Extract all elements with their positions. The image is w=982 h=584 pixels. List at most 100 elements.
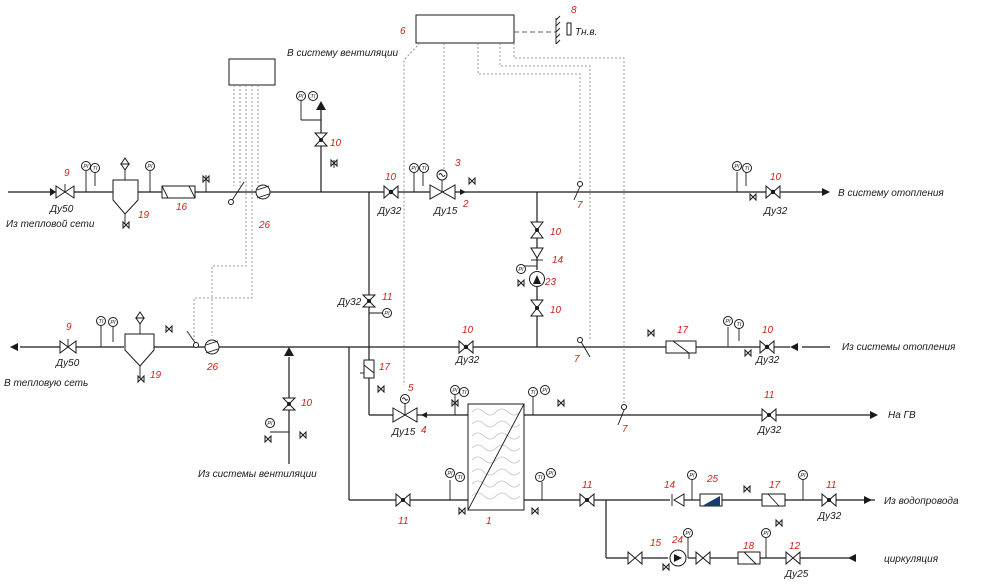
pos-2: 2 — [462, 199, 469, 210]
position-numbers: 9 9 19 19 16 26 26 6 8 10 10 3 2 7 10 10… — [64, 5, 836, 552]
check-valve-15 — [627, 550, 643, 566]
pos-24: 24 — [671, 535, 684, 546]
strainer-17-return — [665, 340, 697, 359]
label-from-heating: Из системы отопления — [842, 342, 956, 353]
gauge-pair-hx-bottom-left: PI TI — [445, 468, 465, 500]
pos-7-hw: 7 — [622, 424, 628, 435]
gauge-pair-heating-in: PI TI — [723, 316, 744, 347]
gauge-vent-in: PI — [265, 418, 289, 433]
water-meter-17 — [761, 493, 786, 507]
gauge-pair-heating-out: PI TI — [732, 161, 752, 192]
arrow-in-heating-return — [790, 343, 798, 351]
pos-7-supply: 7 — [577, 200, 583, 211]
temperature-gauge-label: TI — [458, 475, 463, 481]
pressure-gauge-label: PI — [763, 531, 769, 537]
pressure-gauge-label: PI — [447, 471, 453, 477]
pos-11-water-supply: 11 — [826, 480, 836, 491]
pressure-gauge-label: PI — [800, 473, 806, 479]
arrow-up-ventilation — [316, 101, 326, 110]
gauge-water-supply: PI — [687, 470, 697, 500]
pos-7-return: 7 — [574, 354, 580, 365]
flow-arrows — [10, 101, 878, 562]
gauge-pair-supply-1: PI TI — [81, 161, 100, 192]
control-links — [193, 14, 625, 405]
temp-probe-7-hw — [617, 404, 627, 426]
controller-6 — [415, 14, 515, 44]
label-to-ventilation: В систему вентиляции — [287, 48, 399, 59]
flow-meter-26-return — [204, 339, 220, 355]
gauge-pair-vent: PI TI — [296, 91, 321, 121]
pressure-gauge-label: PI — [518, 267, 524, 273]
pos-10-vent-in: 10 — [301, 398, 313, 409]
pos-11-hot-water: 11 — [764, 390, 774, 401]
pressure-gauge-label: PI — [685, 531, 691, 537]
strainer-17-hx — [360, 359, 375, 379]
valve-10-vent-in — [281, 397, 297, 411]
pos-16: 16 — [176, 202, 188, 213]
pos-11-hx-bottom: 11 — [398, 516, 408, 527]
outdoor-temp-sensor — [566, 22, 572, 36]
pressure-gauge-label: PI — [452, 388, 458, 394]
pos-9-return: 9 — [66, 322, 72, 333]
valve-10-pump-top — [530, 221, 544, 239]
temperature-gauge-label: TI — [93, 166, 98, 172]
temperature-gauge-label: TI — [531, 390, 536, 396]
arrow-in-water-supply — [864, 496, 872, 504]
pressure-gauge-label: PI — [110, 320, 116, 326]
temp-probe-7-supply — [573, 181, 583, 201]
valve-11-bypass — [361, 294, 377, 308]
mud-collector-19-supply — [112, 157, 139, 224]
instruments: PI TI PI PI TI PI TI — [81, 91, 808, 572]
size-du32-water-supply: Ду32 — [817, 511, 842, 522]
pressure-gauge-label: PI — [83, 164, 89, 170]
size-du32-supply: Ду32 — [377, 206, 402, 217]
pos-9-supply: 9 — [64, 168, 70, 179]
pos-19-return: 19 — [150, 370, 162, 381]
direction-labels: Из тепловой сети В тепловую сеть В систе… — [4, 27, 959, 565]
size-du32-bypass: Ду32 — [337, 297, 362, 308]
pos-3: 3 — [455, 158, 461, 169]
pos-17-hx: 17 — [379, 362, 391, 373]
temp-probe-7-return — [577, 337, 591, 358]
pos-10-supply: 10 — [385, 172, 397, 183]
pressure-gauge-label: PI — [147, 164, 153, 170]
pos-6: 6 — [400, 26, 406, 37]
size-du50-supply: Ду50 — [49, 204, 74, 215]
valve-10-pump-bottom — [530, 299, 544, 317]
pos-26-supply: 26 — [258, 220, 271, 231]
gauge-pair-hx-top-left: PI TI — [450, 385, 469, 415]
pos-17-return: 17 — [677, 325, 689, 336]
pressure-gauge-label: PI — [725, 319, 731, 325]
label-hot-water: На ГВ — [888, 410, 916, 421]
check-valve-14-pump — [530, 247, 544, 261]
arrow-inner-1 — [460, 189, 466, 195]
pressure-gauge-label: PI — [734, 164, 740, 170]
gauge-bypass: PI — [369, 308, 392, 318]
arrow-in-circulation — [848, 554, 856, 562]
pressure-gauge-label: PI — [267, 421, 273, 427]
temp-probe-supply — [228, 181, 245, 205]
pressure-gauge-label: PI — [689, 473, 695, 479]
gauge-pair-supply-3: PI TI — [409, 163, 429, 192]
valve-11-hot-water — [761, 407, 777, 423]
filter-25 — [699, 493, 723, 507]
label-outdoor-temp: Тн.в. — [575, 27, 597, 38]
gauge-water-supply-2: PI — [798, 470, 808, 500]
flow-meter-26-supply — [255, 184, 271, 200]
pos-11-hx-right: 11 — [582, 480, 592, 491]
pressure-gauge-label: PI — [411, 166, 417, 172]
pos-14-cold: 14 — [664, 480, 676, 491]
pressure-gauge-label: PI — [298, 94, 304, 100]
temperature-gauge-label: TI — [462, 390, 467, 396]
pos-8: 8 — [571, 5, 577, 16]
pressure-gauge-label: PI — [548, 471, 554, 477]
heat-meter-16 — [161, 185, 196, 199]
pos-10-pump-bottom: 10 — [550, 305, 562, 316]
pos-17-meter: 17 — [769, 480, 781, 491]
valve-10-return-mid — [458, 339, 474, 355]
temperature-gauge-label: TI — [99, 319, 104, 325]
pos-18: 18 — [743, 541, 755, 552]
pos-12: 12 — [789, 541, 801, 552]
label-from-water-supply: Из водопровода — [884, 496, 959, 507]
